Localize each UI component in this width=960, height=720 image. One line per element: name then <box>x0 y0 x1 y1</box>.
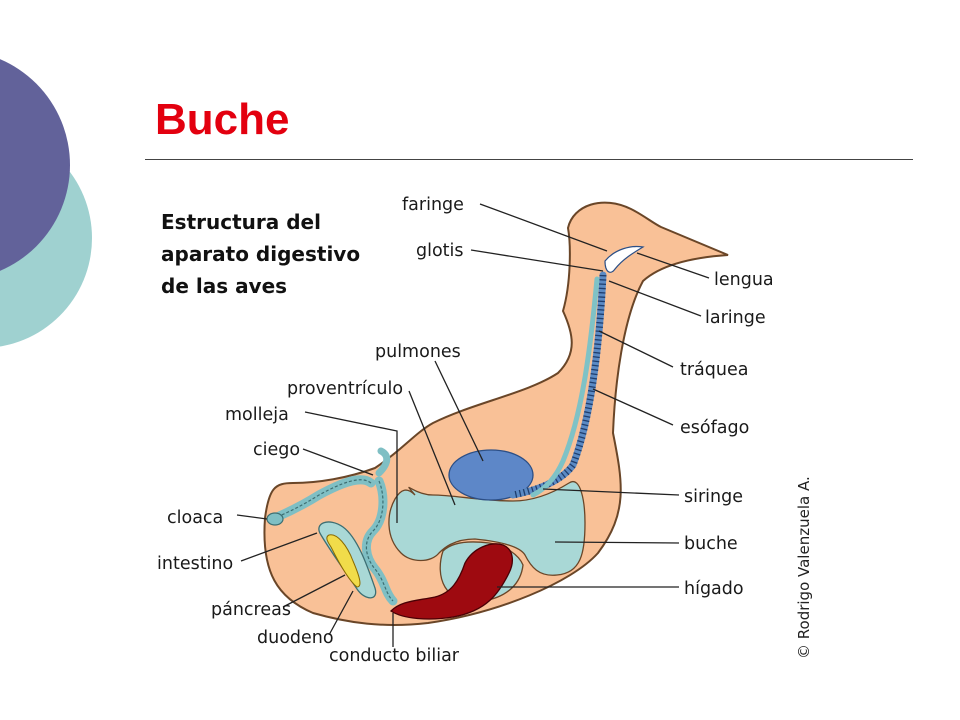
esophagus-shape <box>530 276 600 498</box>
pancreas-shape <box>326 534 361 588</box>
purple-circle <box>0 59 70 271</box>
leader-glotis <box>470 249 604 272</box>
title-divider <box>145 159 913 160</box>
leader-lines <box>236 203 710 647</box>
leader-lengua <box>636 252 710 279</box>
label-intestino: intestino <box>157 554 233 574</box>
label-esofago: esófago <box>680 418 749 438</box>
leader-buche <box>554 541 680 544</box>
bird-digestive-diagram: Estructura del aparato digestivo de las … <box>153 183 825 667</box>
label-glotis: glotis <box>416 241 464 261</box>
label-lengua: lengua <box>714 270 774 290</box>
lungs-shape <box>448 449 534 501</box>
leader-siringe <box>542 488 680 496</box>
leader-molleja <box>304 411 398 523</box>
crop-shape <box>388 480 586 576</box>
diagram-heading-line-1: Estructura del <box>161 210 321 234</box>
diagram-heading-line-2: aparato digestivo <box>161 242 360 266</box>
label-duodeno: duodeno <box>257 628 334 648</box>
label-pancreas: páncreas <box>211 600 291 620</box>
label-higado: hígado <box>684 579 744 599</box>
decorative-circles <box>0 59 92 347</box>
liver-shape <box>389 543 514 620</box>
label-buche: buche <box>684 534 738 554</box>
credit-text: © Rodrigo Valenzuela A. <box>795 476 813 659</box>
leader-faringe <box>479 203 608 252</box>
label-cloaca: cloaca <box>167 508 223 528</box>
leader-traquea <box>598 330 674 368</box>
leader-pancreas <box>282 574 346 608</box>
intestine-outline <box>276 479 394 602</box>
diagram-heading-line-3: de las aves <box>161 274 287 298</box>
leader-ciego <box>302 448 374 476</box>
leader-duodeno <box>328 590 354 636</box>
leader-laringe <box>608 280 702 317</box>
label-molleja: molleja <box>225 405 289 425</box>
label-laringe: laringe <box>705 308 766 328</box>
label-pulmones: pulmones <box>375 342 461 362</box>
label-siringe: siringe <box>684 487 743 507</box>
cloaca-shape <box>266 512 284 526</box>
leader-esofago <box>592 388 674 426</box>
label-faringe: faringe <box>402 195 464 215</box>
leader-pulmones <box>434 360 484 462</box>
leader-proventriculo <box>408 390 456 506</box>
caecum-shape <box>375 447 391 477</box>
leader-cloaca <box>236 514 268 520</box>
label-proventriculo: proventrículo <box>287 379 403 399</box>
leader-intestino <box>240 532 318 562</box>
label-traquea: tráquea <box>680 360 748 380</box>
slide-title: Buche <box>155 95 290 144</box>
tongue-shape <box>604 245 645 273</box>
label-ciego: ciego <box>253 440 300 460</box>
label-conducto-biliar: conducto biliar <box>329 646 460 666</box>
